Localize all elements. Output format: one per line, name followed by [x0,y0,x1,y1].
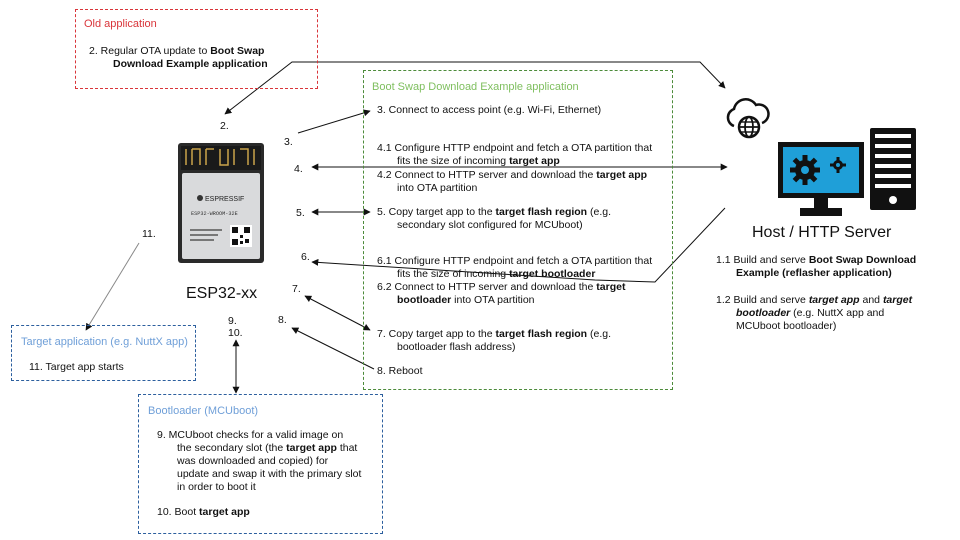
step-number-3: 3. [284,136,293,148]
step-number-6: 6. [301,251,310,263]
arrow-step-7 [304,295,371,331]
example-step-4-1: 4.1 Configure HTTP endpoint and fetch a … [377,142,653,167]
server-step-1-2: 1.2 Build and serve target app and targe… [716,294,913,332]
arrow-step-8 [291,327,375,370]
arrow-step-3 [297,109,371,134]
step-number-9: 9. [228,315,237,327]
device-label: ESP32-xx [186,285,258,302]
example-step-7: 7. Copy target app to the target flash r… [377,328,612,353]
step-number-10: 10. [228,327,243,339]
server-rack-icon [870,128,916,210]
target-application-title: Target application (e.g. NuttX app) [21,336,188,348]
monitor-gear-icon [778,142,864,216]
cloud-globe-icon [726,98,770,139]
arrow-step-11 [85,242,140,331]
step-number-11: 11. [142,228,156,240]
example-step-6-1: 6.1 Configure HTTP endpoint and fetch a … [377,255,653,280]
svg-text:ESPRESSIF: ESPRESSIF [205,196,244,203]
step-number-8: 8. [278,314,287,326]
bootloader-step-10: 10. Boot target app [157,506,250,518]
step-number-5: 5. [296,207,305,219]
svg-text:ESP32-WROOM-32E: ESP32-WROOM-32E [191,211,238,217]
old-app-step-2: 2. Regular OTA update to Boot Swap Downl… [89,45,268,70]
arrow-step-6 [311,207,726,283]
example-application-box: Boot Swap Download Example application 3… [363,70,673,390]
example-step-4-2: 4.2 Connect to HTTP server and download … [377,169,648,194]
step-number-7: 7. [292,283,301,295]
step-number-4: 4. [294,163,303,175]
bootloader-step-9: 9. MCUboot checks for a valid image on t… [157,429,362,493]
esp32-module-image: ESPRESSIF ESP32-WROOM-32E [178,143,264,263]
example-step-5: 5. Copy target app to the target flash r… [377,206,612,231]
old-application-box: Old application 2. Regular OTA update to… [75,9,318,89]
example-step-8: 8. Reboot [377,365,423,377]
server-step-1-1: 1.1 Build and serve Boot Swap Download E… [716,254,917,279]
target-app-step-11: 11. Target app starts [29,361,124,373]
old-application-title: Old application [84,18,157,30]
server-label: Host / HTTP Server [752,224,892,241]
example-step-3: 3. Connect to access point (e.g. Wi-Fi, … [377,104,602,116]
bootloader-box: Bootloader (MCUboot) 9. MCUboot checks f… [138,394,383,534]
step-number-2: 2. [220,120,229,132]
example-step-6-2: 6.2 Connect to HTTP server and download … [377,281,626,306]
target-application-box: Target application (e.g. NuttX app) 11. … [11,325,196,381]
bootloader-title: Bootloader (MCUboot) [148,405,259,417]
example-application-title: Boot Swap Download Example application [372,81,579,93]
